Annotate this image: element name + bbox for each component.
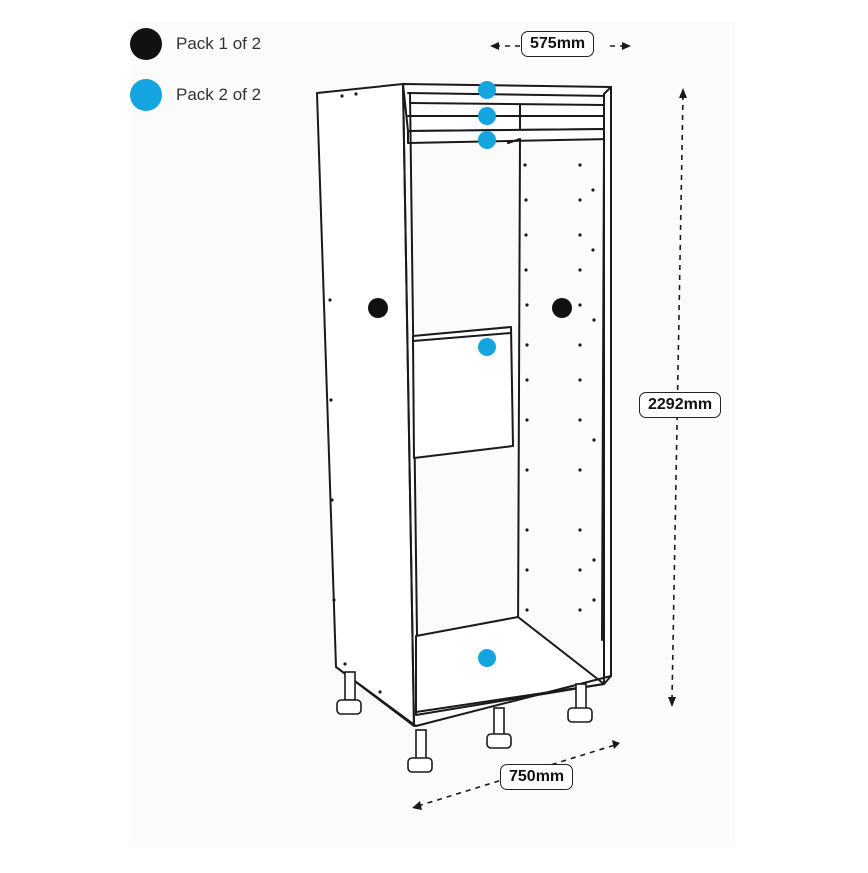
- width-dimension-label: 750mm: [500, 764, 574, 790]
- pack2-marker-shelf-top: [478, 131, 496, 149]
- pack1-marker-right: [552, 298, 572, 318]
- back-panel-inner-left: [507, 138, 521, 641]
- pack2-dot-icon: [130, 79, 162, 111]
- back-panel-inner-right: [601, 138, 605, 641]
- top-rail-line: [407, 92, 612, 97]
- pack2-marker-rail: [478, 107, 496, 125]
- top-rail-line-2: [409, 102, 605, 106]
- leg-4: [567, 683, 593, 723]
- depth-dimension-label: 575mm: [521, 31, 595, 57]
- height-dimension-label: 2292mm: [639, 392, 722, 418]
- top-panel: [402, 83, 612, 132]
- pack2-marker-shelf-mid: [478, 338, 496, 356]
- pack2-marker-top: [478, 81, 496, 99]
- pin-holes: [328, 92, 596, 694]
- arrow-heads: [412, 42, 687, 810]
- front-left-edge: [402, 83, 415, 727]
- bottom-base-line: [415, 683, 605, 713]
- legend-label-pack1: Pack 1 of 2: [176, 34, 262, 53]
- leg-1: [336, 671, 362, 715]
- pack2-marker-base: [478, 649, 496, 667]
- pack1-dot-icon: [130, 28, 162, 60]
- pack-markers: [368, 81, 572, 667]
- legend-label-pack2: Pack 2 of 2: [176, 85, 262, 104]
- leg-2: [407, 729, 433, 773]
- middle-shelf: [412, 326, 514, 459]
- legend-item-pack2: Pack 2 of 2: [130, 79, 261, 111]
- pack1-marker-left: [368, 298, 388, 318]
- cabinet-legs: [336, 671, 593, 773]
- middle-shelf-line: [412, 332, 512, 342]
- leg-3: [486, 707, 512, 749]
- legend-item-pack1: Pack 1 of 2: [130, 28, 261, 60]
- right-side-panel: [603, 86, 612, 685]
